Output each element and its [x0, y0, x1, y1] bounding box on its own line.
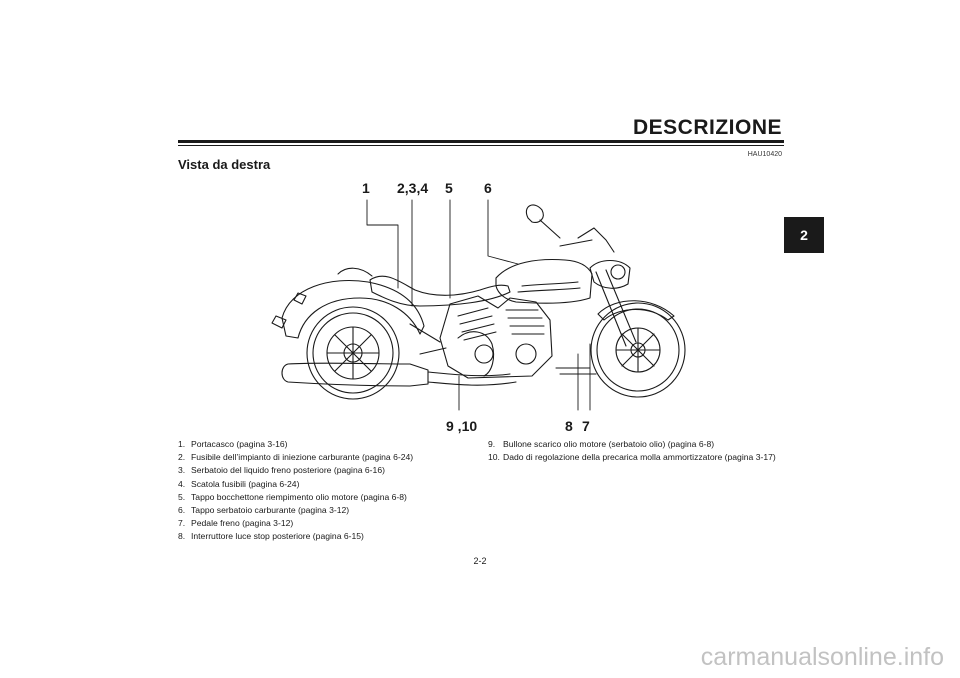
watermark-link[interactable]: carmanualsonline.info [700, 643, 944, 671]
rear-wheel [306, 306, 400, 400]
callout-9-10: 9 ,10 [446, 418, 478, 434]
callout-2-3-4: 2,3,4 [397, 180, 429, 196]
engine [439, 295, 553, 379]
legend-item: 8.Interruttore luce stop posteriore (pag… [178, 531, 364, 542]
header-rule-thick [178, 140, 784, 143]
legend-item: 7.Pedale freno (pagina 3-12) [178, 518, 294, 529]
legend-item: 10.Dado di regolazione della precarica m… [488, 452, 776, 463]
front-wheel [590, 302, 686, 398]
rear-fender [281, 279, 425, 339]
page-number: 2-2 [473, 556, 487, 566]
legend-item: 3.Serbatoio del liquido freno posteriore… [178, 465, 385, 476]
legend-right: 9.Bullone scarico olio motore (serbatoio… [488, 438, 788, 464]
legend-item: 1.Portacasco (pagina 3-16) [178, 439, 288, 449]
legend-item: 5.Tappo bocchettone riempimento olio mot… [178, 491, 407, 502]
legend-item: 4.Scatola fusibili (pagina 6-24) [178, 478, 300, 489]
legend-item: 2.Fusibile dell’impianto di iniezione ca… [178, 452, 414, 463]
document-code: HAU10420 [747, 151, 782, 158]
motorcycle-illustration: 1 2,3,4 5 6 9 ,10 8 7 [260, 178, 700, 440]
chapter-tab: 2 [784, 217, 824, 253]
page-title: DESCRIZIONE [632, 116, 782, 139]
callout-5: 5 [445, 180, 453, 196]
callout-1: 1 [362, 180, 370, 196]
motorcycle-drawing [271, 199, 686, 411]
legend-left: 1.Portacasco (pagina 3-16) 2.Fusibile de… [178, 438, 478, 544]
header-rule-thin [178, 145, 784, 146]
fuel-tank [495, 259, 593, 304]
callout-8: 8 [565, 418, 573, 434]
exhaust-muffler [281, 362, 429, 387]
leader-lines [366, 199, 591, 411]
seat [369, 275, 511, 307]
legend-item: 6.Tappo serbatoio carburante (pagina 3-1… [178, 505, 350, 516]
legend-item: 9.Bullone scarico olio motore (serbatoio… [488, 439, 715, 449]
callout-7: 7 [582, 418, 590, 434]
section-title: Vista da destra [178, 157, 271, 172]
callout-6: 6 [484, 180, 492, 196]
